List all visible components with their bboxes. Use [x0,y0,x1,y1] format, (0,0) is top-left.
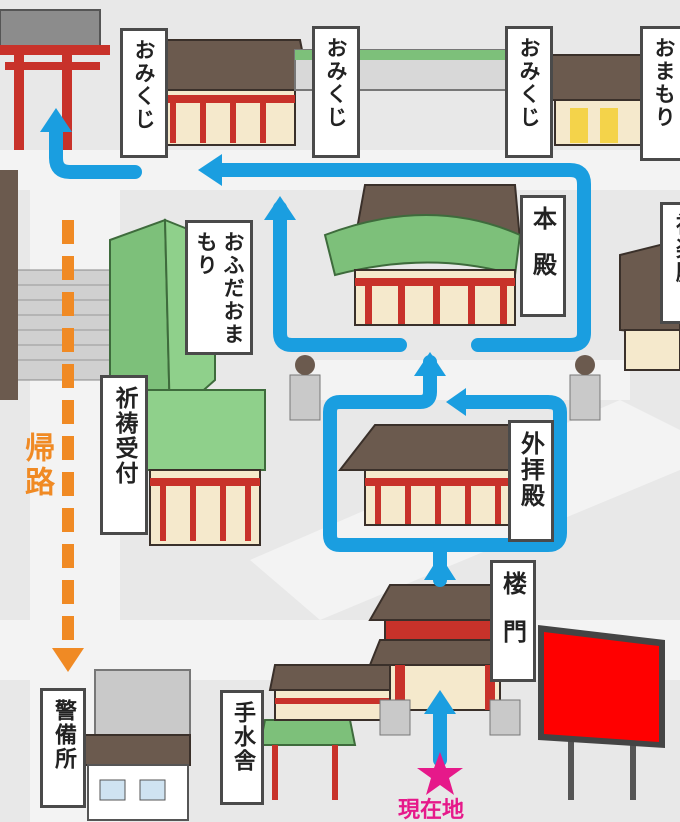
torii-gate [0,45,110,150]
fox-statue-gate-left [379,699,411,736]
return-path [52,220,84,672]
label-ofuda-omamori: おふだおまもり [185,220,253,355]
stairs-left [0,170,111,400]
label-omamori-top: おまもり [640,26,680,161]
building-left-bottom [94,669,191,741]
omikuji-hall-left [138,39,312,146]
label-gehaiden: 外拝殿 [508,420,554,542]
label-keibisho: 警備所 [40,688,86,808]
current-location-label: 現在地 [398,798,465,822]
label-kito-uketsuke: 祈祷受付 [100,375,148,535]
gehaiden-building [337,424,527,526]
label-honden: 本殿 [520,195,566,317]
label-omikuji-1: おみくじ [120,28,168,158]
label-romon: 楼門 [490,560,536,682]
red-signboard [538,625,665,800]
honden-building [323,184,522,326]
return-path-label: 帰路 [19,432,54,500]
label-shinsenden: 神楽殿 [660,202,680,324]
fox-statue-gate-right [489,699,521,736]
label-omikuji-2: おみくじ [312,26,360,158]
label-temizuya: 手水舎 [220,690,264,805]
star-icon [417,752,463,795]
route-arrows [40,108,466,714]
keibisho-building [84,734,191,821]
label-omikuji-3: おみくじ [505,26,553,158]
fox-statue-left [289,355,321,421]
fox-statue-right [569,355,601,421]
